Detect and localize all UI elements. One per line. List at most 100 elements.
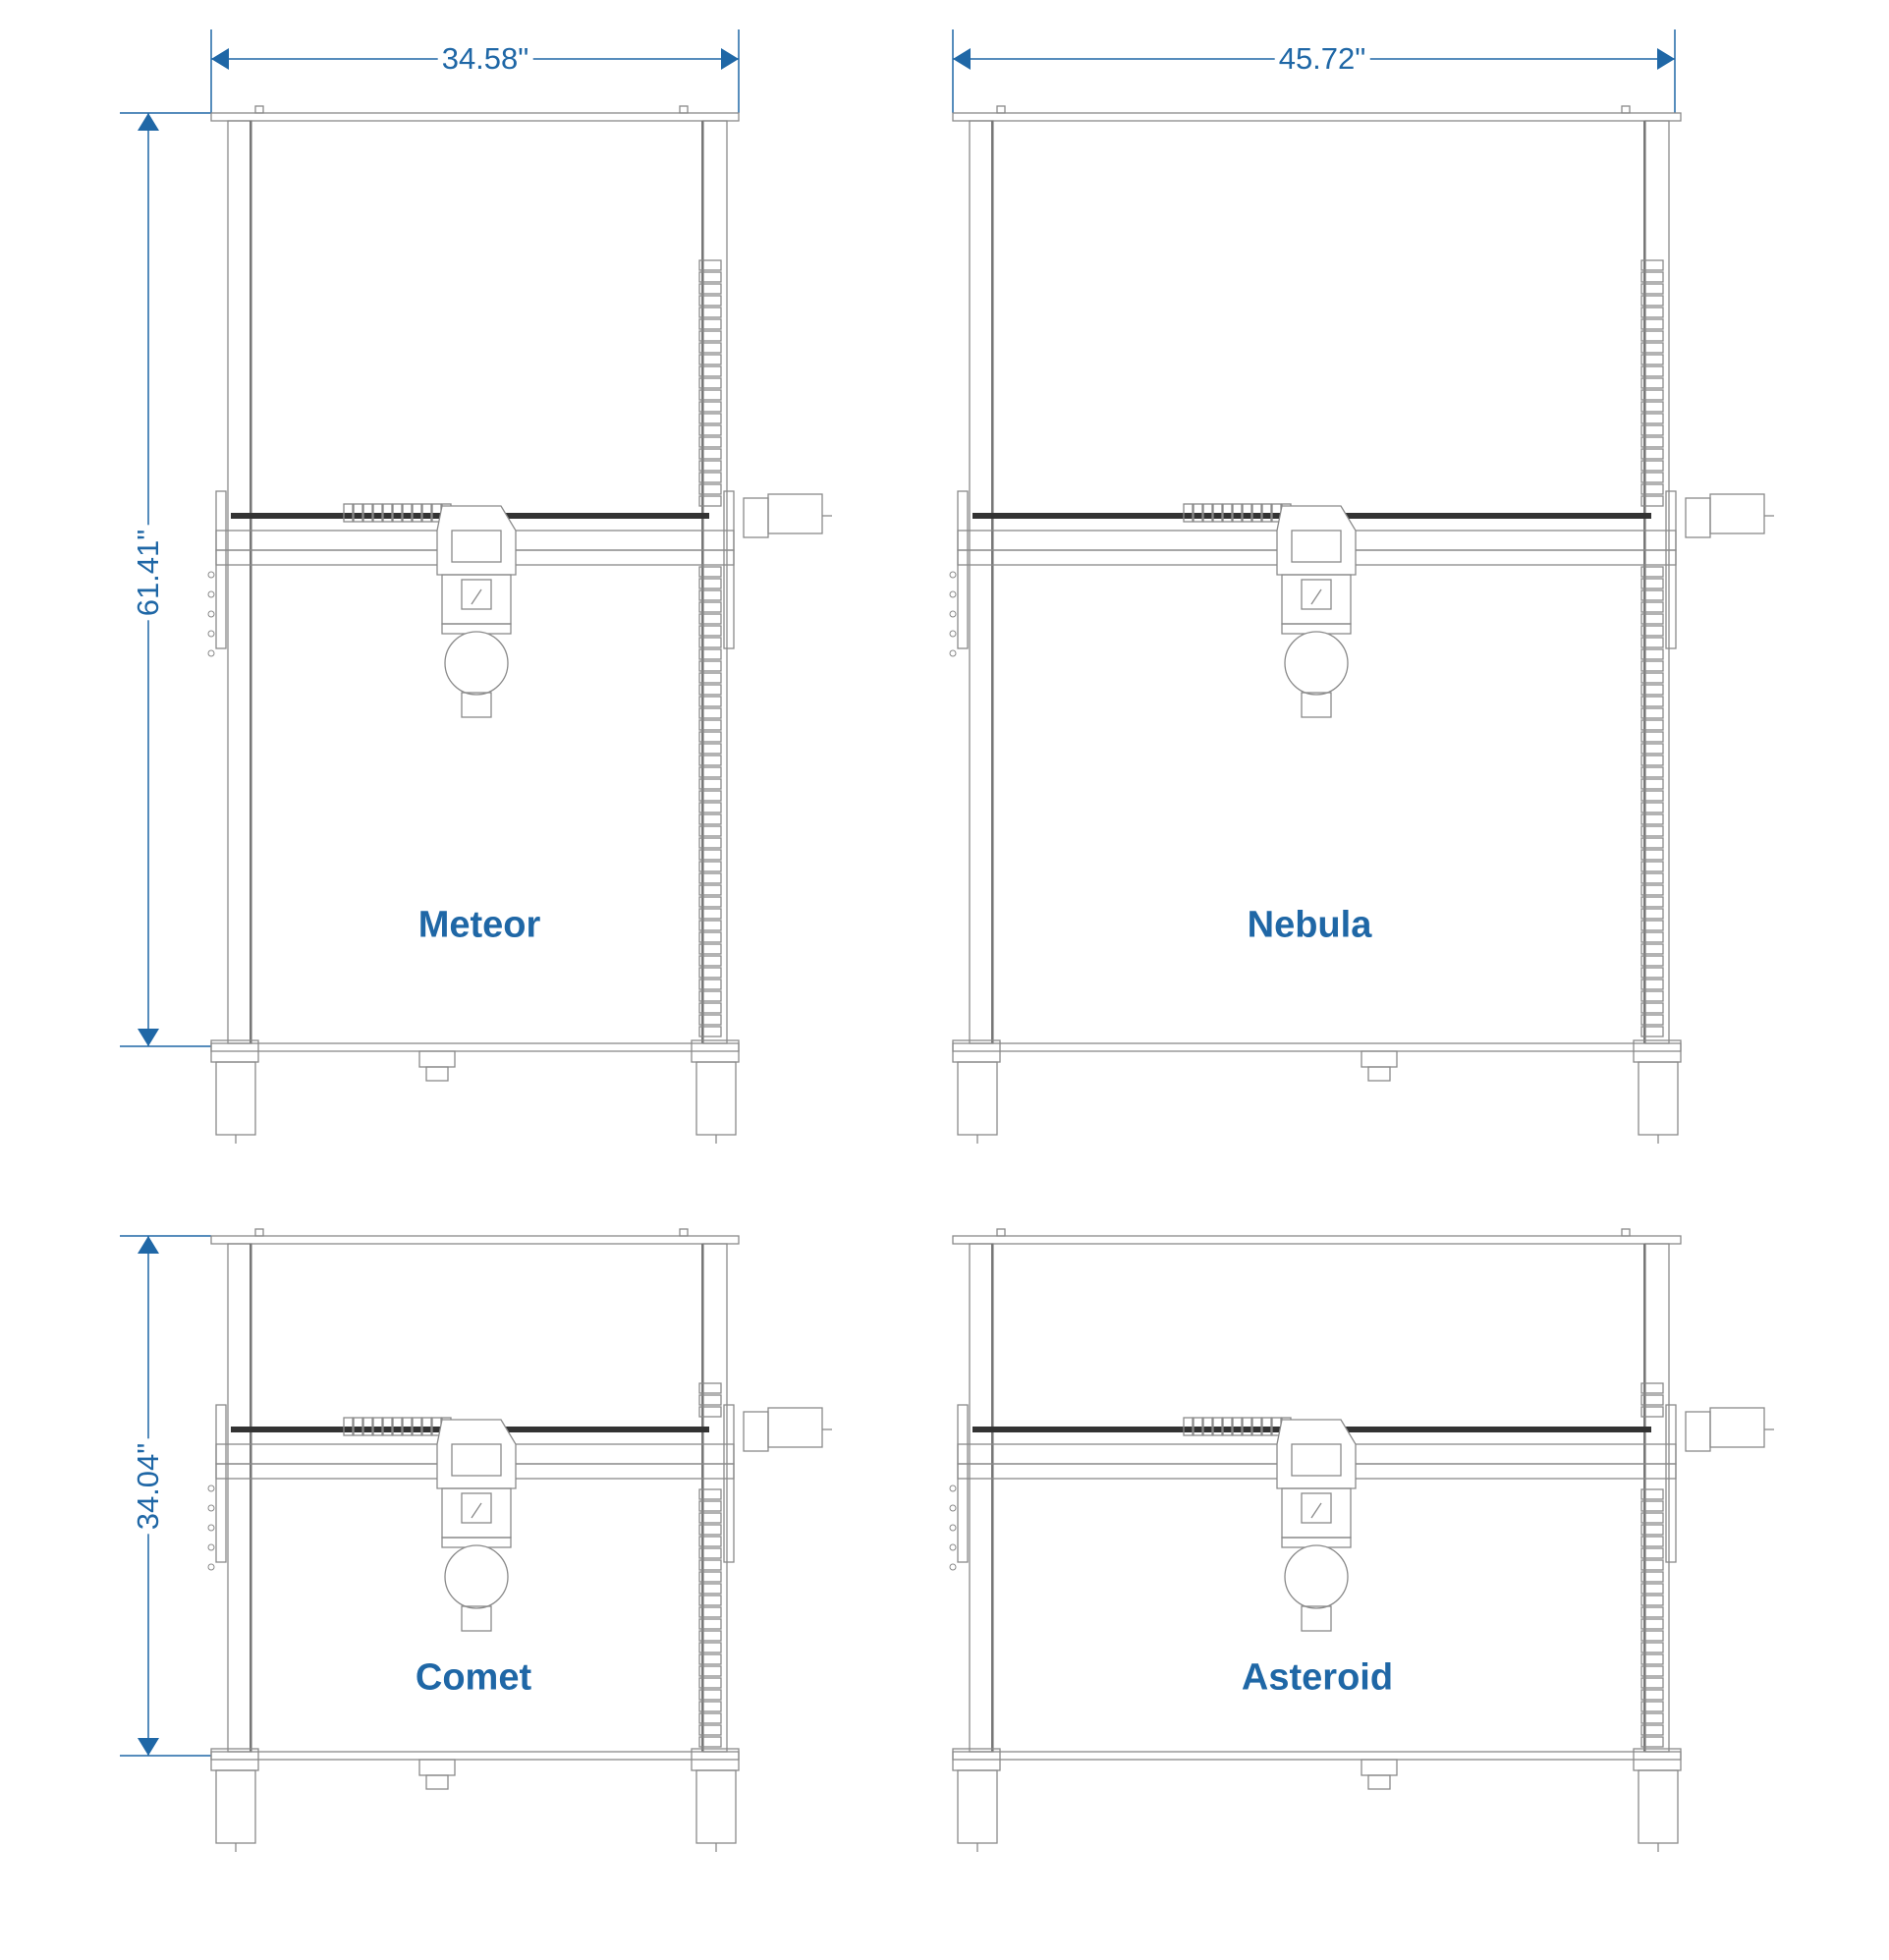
cable-chain-link xyxy=(698,589,722,601)
cable-chain-link xyxy=(1640,377,1664,389)
cable-chain-link xyxy=(698,448,722,460)
x-cable-chain-link xyxy=(343,1417,354,1436)
cable-chain-link xyxy=(1640,318,1664,330)
x-cable-chain-link xyxy=(412,503,422,523)
cable-chain-link xyxy=(1640,1559,1664,1571)
cable-chain-link xyxy=(698,849,722,861)
cable-chain-link xyxy=(1640,696,1664,707)
bottom-frame-bar xyxy=(210,1042,740,1052)
x-cable-chain-link xyxy=(1183,1417,1194,1436)
cable-chain-link xyxy=(1640,365,1664,377)
machine-nebula xyxy=(949,105,1774,1144)
bolt xyxy=(949,1504,957,1512)
carriage-plate xyxy=(1276,505,1357,576)
cable-chain-link xyxy=(698,872,722,884)
cable-chain-link xyxy=(1640,684,1664,696)
cable-chain-link xyxy=(1640,589,1664,601)
cable-chain-link xyxy=(698,318,722,330)
cable-chain-link xyxy=(1640,472,1664,483)
cable-chain-link xyxy=(1640,389,1664,401)
cable-chain-link xyxy=(698,436,722,448)
router-collet xyxy=(461,1605,492,1632)
cable-chain-link xyxy=(698,460,722,472)
cable-chain-link xyxy=(698,401,722,413)
bracket xyxy=(1621,105,1631,114)
x-cable-chain-link xyxy=(402,1417,413,1436)
x-cable-chain-link xyxy=(1242,503,1252,523)
router-collet xyxy=(1301,1605,1332,1632)
router-spindle xyxy=(444,631,509,696)
bolt xyxy=(207,1543,215,1551)
cable-chain-link xyxy=(1640,743,1664,755)
cable-chain-link xyxy=(698,802,722,813)
dimension-length-long: 61.41" xyxy=(131,525,166,621)
gantry-end-plate-left xyxy=(215,490,227,649)
bolt xyxy=(207,610,215,618)
cable-chain-link xyxy=(1640,896,1664,908)
x-cable-chain-link xyxy=(343,503,354,523)
cable-chain-link xyxy=(1640,342,1664,354)
cable-chain-link xyxy=(1640,259,1664,271)
cable-chain-link xyxy=(698,837,722,849)
cable-chain-link xyxy=(698,861,722,872)
cable-chain-link xyxy=(1640,1488,1664,1500)
cable-chain-link xyxy=(698,1406,722,1418)
cable-chain-link xyxy=(698,354,722,365)
bracket xyxy=(679,1228,689,1237)
cable-chain-link xyxy=(698,1002,722,1014)
dimension-width-small: 34.58" xyxy=(437,41,533,77)
z-motor xyxy=(461,1492,492,1524)
cable-chain-link xyxy=(698,1689,722,1701)
bottom-frame-bar xyxy=(210,1751,740,1761)
bracket xyxy=(254,1228,264,1237)
cable-chain-link xyxy=(1640,979,1664,990)
cable-chain-link xyxy=(698,424,722,436)
bracket xyxy=(1621,1228,1631,1237)
cable-chain-link xyxy=(698,1736,722,1748)
cable-chain-link xyxy=(698,1394,722,1406)
cable-chain-link xyxy=(698,731,722,743)
router-collet xyxy=(461,692,492,718)
gantry-motor xyxy=(1709,1407,1765,1448)
top-frame-bar xyxy=(952,1235,1682,1245)
cable-chain-link xyxy=(698,1512,722,1524)
router-spindle xyxy=(1284,631,1349,696)
x-cable-chain-link xyxy=(362,1417,373,1436)
machine-label-meteor: Meteor xyxy=(417,904,541,946)
cable-chain-link xyxy=(1640,1689,1664,1701)
cable-chain-link xyxy=(1640,295,1664,307)
cable-chain-link xyxy=(698,660,722,672)
cable-chain-link xyxy=(698,1642,722,1653)
x-cable-chain-link xyxy=(1202,1417,1213,1436)
machine-asteroid xyxy=(949,1228,1774,1852)
bolt xyxy=(949,630,957,638)
arrowhead-down-icon xyxy=(138,1029,159,1046)
x-cable-chain-link xyxy=(1261,503,1272,523)
x-cable-chain-link xyxy=(1202,503,1213,523)
cable-chain-link xyxy=(698,1653,722,1665)
cable-chain-link xyxy=(698,1536,722,1547)
x-cable-chain-link xyxy=(421,1417,432,1436)
cable-chain-link xyxy=(698,625,722,637)
cable-chain-link xyxy=(1640,1736,1664,1748)
cable-chain-link xyxy=(1640,613,1664,625)
bolt xyxy=(949,1543,957,1551)
machine-label-comet: Comet xyxy=(415,1656,532,1699)
leg-motor-left xyxy=(957,1061,998,1136)
foot-pad xyxy=(1367,1774,1391,1790)
cable-chain-link xyxy=(698,1014,722,1026)
cable-chain-link xyxy=(698,979,722,990)
cable-chain-link xyxy=(1640,1653,1664,1665)
arrowhead-left-icon xyxy=(953,48,971,70)
cable-chain-link xyxy=(1640,1701,1664,1712)
cable-chain-link xyxy=(1640,908,1664,920)
x-cable-chain-link xyxy=(1212,503,1223,523)
gantry-end-plate-left xyxy=(957,490,969,649)
cable-chain-link xyxy=(1640,931,1664,943)
x-cable-chain-link xyxy=(1212,1417,1223,1436)
cable-chain-link xyxy=(698,825,722,837)
machine-label-asteroid: Asteroid xyxy=(1241,1656,1394,1699)
x-cable-chain-link xyxy=(382,1417,393,1436)
cable-chain-link xyxy=(1640,861,1664,872)
cable-chain-link xyxy=(1640,943,1664,955)
